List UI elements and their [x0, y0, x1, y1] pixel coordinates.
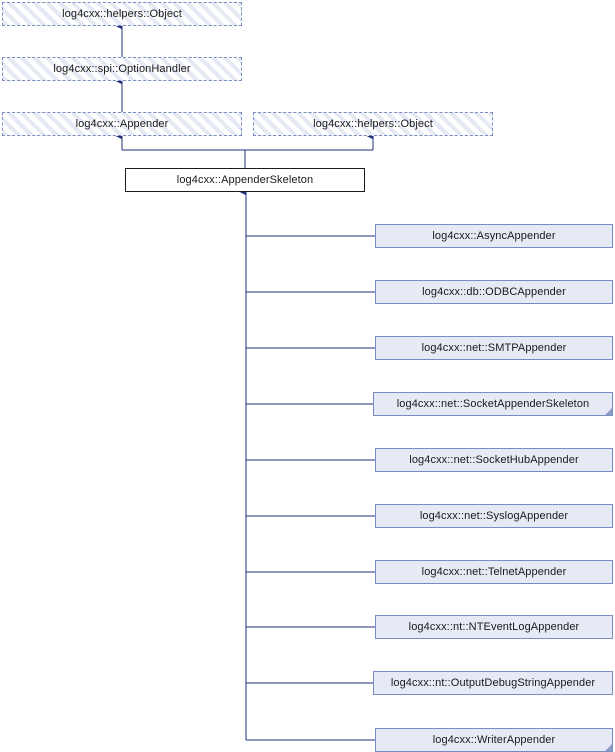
- class-node-helpers-object-top[interactable]: log4cxx::helpers::Object: [2, 2, 242, 26]
- class-node-label: log4cxx::Appender: [75, 118, 169, 130]
- class-node-label: log4cxx::AsyncAppender: [432, 230, 556, 242]
- class-node-label: log4cxx::nt::OutputDebugStringAppender: [390, 677, 596, 689]
- class-node-appender[interactable]: log4cxx::Appender: [2, 112, 242, 136]
- class-node-label: log4cxx::WriterAppender: [432, 734, 556, 746]
- class-node-writerappender[interactable]: log4cxx::WriterAppender: [375, 728, 613, 752]
- class-node-smtpappender[interactable]: log4cxx::net::SMTPAppender: [375, 336, 613, 360]
- class-node-helpers-object-right[interactable]: log4cxx::helpers::Object: [253, 112, 493, 136]
- class-node-label: log4cxx::spi::OptionHandler: [53, 63, 191, 75]
- class-node-outputdebugstringappender[interactable]: log4cxx::nt::OutputDebugStringAppender: [373, 671, 613, 695]
- inheritance-edge-appenderskeleton-to-appender-elbow: [122, 149, 246, 168]
- class-node-label: log4cxx::net::TelnetAppender: [421, 566, 567, 578]
- class-node-spi-optionhandler[interactable]: log4cxx::spi::OptionHandler: [2, 57, 242, 81]
- class-node-asyncappender[interactable]: log4cxx::AsyncAppender: [375, 224, 613, 248]
- class-node-label: log4cxx::net::SocketHubAppender: [409, 454, 579, 466]
- class-node-label: log4cxx::net::SyslogAppender: [419, 510, 569, 522]
- class-node-label: log4cxx::net::SMTPAppender: [421, 342, 567, 354]
- class-node-label: log4cxx::helpers::Object: [62, 8, 182, 20]
- class-node-socketappenderskeleton[interactable]: log4cxx::net::SocketAppenderSkeleton: [373, 392, 613, 416]
- class-node-label: log4cxx::nt::NTEventLogAppender: [408, 621, 580, 633]
- class-node-odbcappender[interactable]: log4cxx::db::ODBCAppender: [375, 280, 613, 304]
- class-node-sockethubappender[interactable]: log4cxx::net::SocketHubAppender: [375, 448, 613, 472]
- inheritance-edge-appenderskeleton-to-helpers-object-right-elbow: [244, 149, 373, 168]
- class-node-label: log4cxx::AppenderSkeleton: [176, 174, 314, 186]
- corner-fold-icon: [605, 744, 612, 751]
- class-node-telnetappender[interactable]: log4cxx::net::TelnetAppender: [375, 560, 613, 584]
- class-node-label: log4cxx::helpers::Object: [313, 118, 433, 130]
- class-node-appenderskeleton[interactable]: log4cxx::AppenderSkeleton: [125, 168, 365, 192]
- class-node-label: log4cxx::db::ODBCAppender: [422, 286, 566, 298]
- corner-fold-icon: [605, 408, 612, 415]
- class-node-nteventlogappender[interactable]: log4cxx::nt::NTEventLogAppender: [375, 615, 613, 639]
- class-node-syslogappender[interactable]: log4cxx::net::SyslogAppender: [375, 504, 613, 528]
- class-node-label: log4cxx::net::SocketAppenderSkeleton: [396, 398, 590, 410]
